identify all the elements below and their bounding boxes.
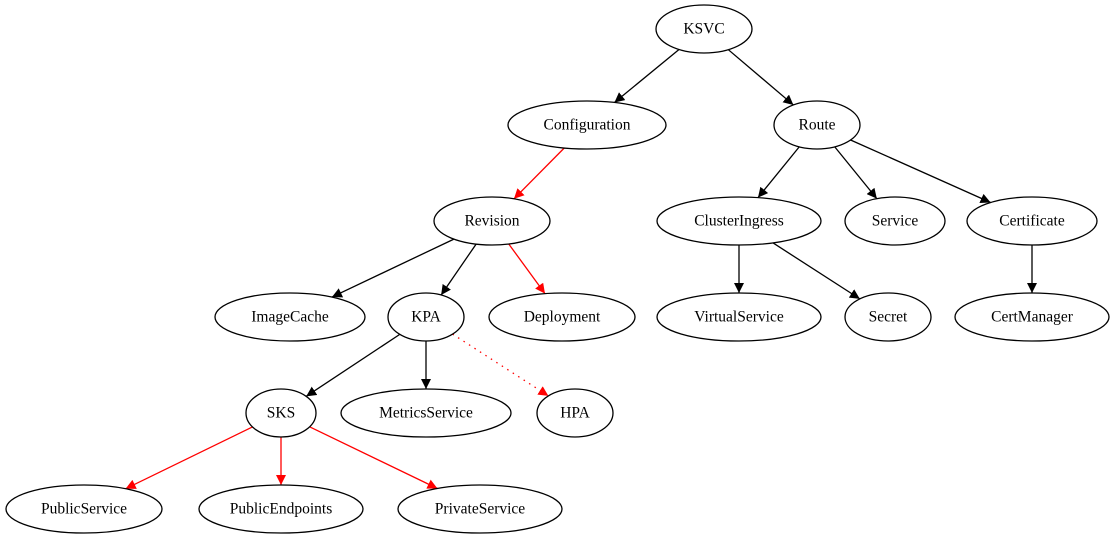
node-ellipse bbox=[656, 292, 822, 342]
node-ellipse bbox=[773, 100, 861, 150]
node-label: KSVC bbox=[683, 21, 724, 38]
node-cluster-ingress: ClusterIngress bbox=[656, 196, 822, 246]
node-sks: SKS bbox=[245, 388, 317, 438]
node-ellipse bbox=[245, 388, 317, 438]
node-kpa: KPA bbox=[387, 292, 465, 342]
edge-route-to-certificate bbox=[850, 139, 991, 204]
node-ellipse bbox=[655, 4, 753, 54]
node-deployment: Deployment bbox=[488, 292, 636, 342]
node-label: Secret bbox=[869, 309, 908, 326]
node-hpa: HPA bbox=[536, 388, 614, 438]
node-label: Route bbox=[798, 117, 835, 134]
node-label: Deployment bbox=[524, 309, 601, 326]
node-virtual-service: VirtualService bbox=[656, 292, 822, 342]
node-label: Service bbox=[872, 213, 919, 230]
edge-kpa-to-hpa bbox=[452, 333, 549, 397]
node-label: PrivateService bbox=[435, 501, 526, 518]
edge-cluster-ingress-to-secret bbox=[772, 242, 861, 300]
edge-kpa-to-sks bbox=[305, 333, 401, 397]
node-label: SKS bbox=[267, 405, 295, 422]
node-label: KPA bbox=[411, 309, 441, 326]
node-route: Route bbox=[773, 100, 861, 150]
node-ellipse bbox=[214, 292, 366, 342]
node-ellipse bbox=[507, 100, 667, 150]
node-ellipse bbox=[536, 388, 614, 438]
edge-revision-to-deployment bbox=[508, 243, 546, 295]
node-secret: Secret bbox=[844, 292, 932, 342]
node-label: Revision bbox=[464, 213, 519, 230]
node-cert-manager: CertManager bbox=[954, 292, 1110, 342]
edge-ksvc-to-route bbox=[727, 49, 794, 106]
edge-sks-to-private-service bbox=[309, 426, 438, 490]
node-label: CertManager bbox=[991, 309, 1074, 326]
node-metrics-service: MetricsService bbox=[340, 388, 512, 438]
node-certificate: Certificate bbox=[966, 196, 1098, 246]
node-revision: Revision bbox=[433, 196, 551, 246]
node-public-endpoints: PublicEndpoints bbox=[198, 484, 364, 534]
node-ellipse bbox=[488, 292, 636, 342]
node-label: ClusterIngress bbox=[694, 213, 784, 230]
node-public-service: PublicService bbox=[5, 484, 163, 534]
edge-ksvc-to-configuration bbox=[614, 48, 680, 103]
node-label: ImageCache bbox=[251, 309, 329, 326]
node-label: PublicService bbox=[41, 501, 127, 518]
edge-revision-to-kpa bbox=[440, 243, 477, 296]
node-label: PublicEndpoints bbox=[230, 501, 332, 518]
node-label: MetricsService bbox=[379, 405, 473, 422]
node-label: VirtualService bbox=[694, 309, 784, 326]
node-ellipse bbox=[5, 484, 163, 534]
node-label: Configuration bbox=[544, 117, 631, 134]
node-label: Certificate bbox=[999, 213, 1065, 230]
node-ellipse bbox=[198, 484, 364, 534]
edge-sks-to-public-service bbox=[125, 426, 253, 490]
node-ellipse bbox=[387, 292, 465, 342]
node-ellipse bbox=[844, 292, 932, 342]
node-ellipse bbox=[966, 196, 1098, 246]
node-ksvc: KSVC bbox=[655, 4, 753, 54]
node-label: HPA bbox=[560, 405, 590, 422]
node-image-cache: ImageCache bbox=[214, 292, 366, 342]
edge-revision-to-image-cache bbox=[331, 238, 455, 298]
node-private-service: PrivateService bbox=[397, 484, 563, 534]
edge-route-to-cluster-ingress bbox=[757, 146, 800, 199]
edges-layer bbox=[125, 48, 1037, 490]
node-ellipse bbox=[656, 196, 822, 246]
edge-configuration-to-revision bbox=[513, 147, 565, 200]
node-ellipse bbox=[433, 196, 551, 246]
node-ellipse bbox=[954, 292, 1110, 342]
node-ellipse bbox=[397, 484, 563, 534]
node-service: Service bbox=[844, 196, 946, 246]
node-ellipse bbox=[340, 388, 512, 438]
edge-route-to-service bbox=[834, 146, 878, 200]
node-ellipse bbox=[844, 196, 946, 246]
node-configuration: Configuration bbox=[507, 100, 667, 150]
